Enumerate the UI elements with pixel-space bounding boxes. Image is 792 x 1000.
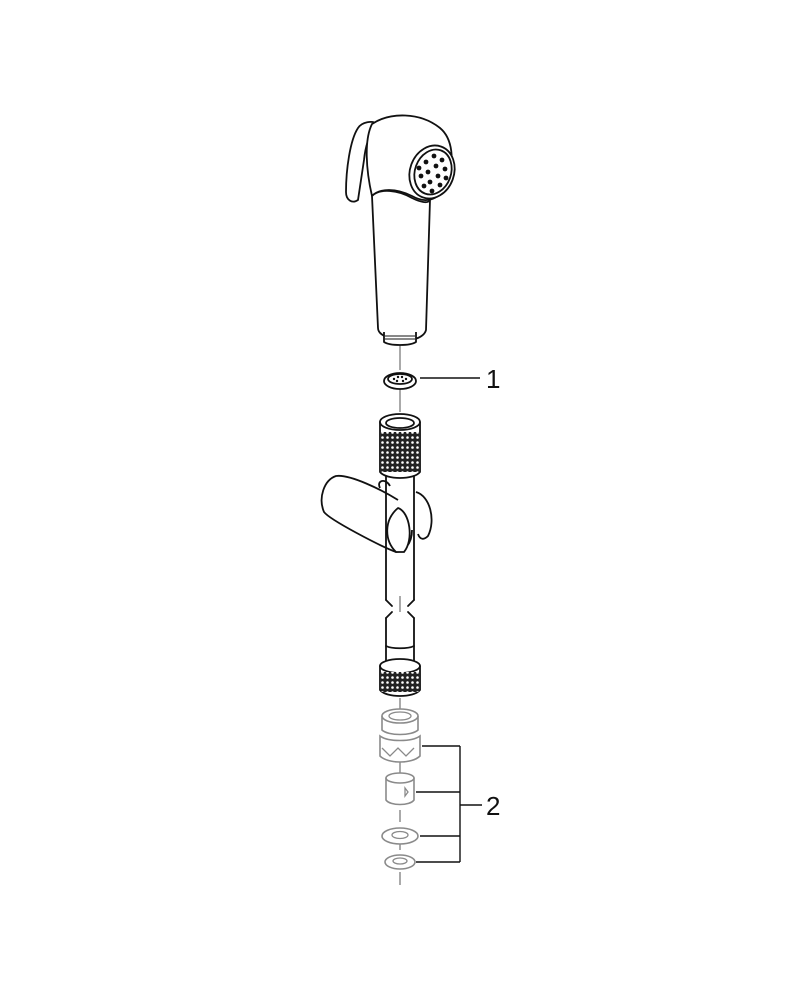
adapter-nut [379, 708, 421, 763]
knurled-hose-nut-bottom [379, 658, 421, 697]
strainer-washer [383, 372, 417, 390]
callout-label-1: 1 [486, 364, 501, 394]
flow-regulator [385, 772, 415, 806]
spray-nozzles-icon [416, 153, 449, 194]
hand-shower-head [345, 114, 456, 346]
washer-small [384, 854, 416, 870]
callout-label-2: 2 [486, 791, 501, 821]
wall-holder [320, 475, 433, 553]
knurled-hose-nut-top [379, 413, 421, 479]
hose [385, 475, 415, 669]
callout-2-bracket [416, 745, 482, 863]
washer-large [381, 827, 419, 845]
